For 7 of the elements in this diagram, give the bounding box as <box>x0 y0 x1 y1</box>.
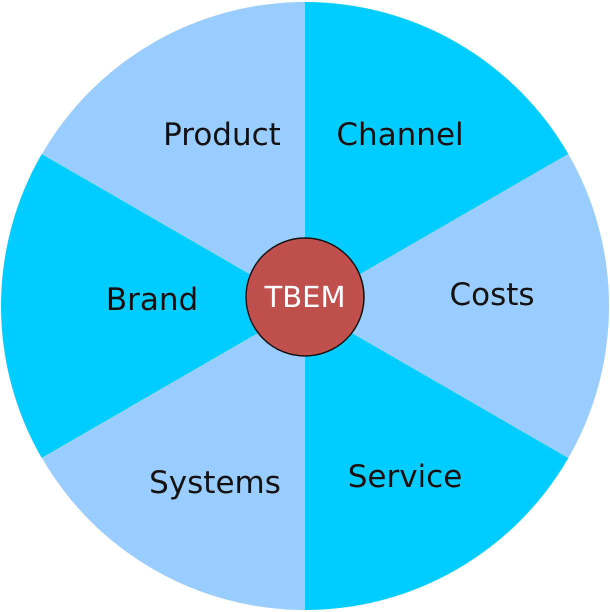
center-label: TBEM <box>264 280 346 314</box>
sector-label: Channel <box>336 117 464 153</box>
sector-label: Service <box>348 459 462 495</box>
sector-label: Costs <box>449 277 535 313</box>
sector-label: Product <box>163 117 281 153</box>
sector-label: Systems <box>149 465 281 501</box>
sector-label: Brand <box>106 282 198 318</box>
